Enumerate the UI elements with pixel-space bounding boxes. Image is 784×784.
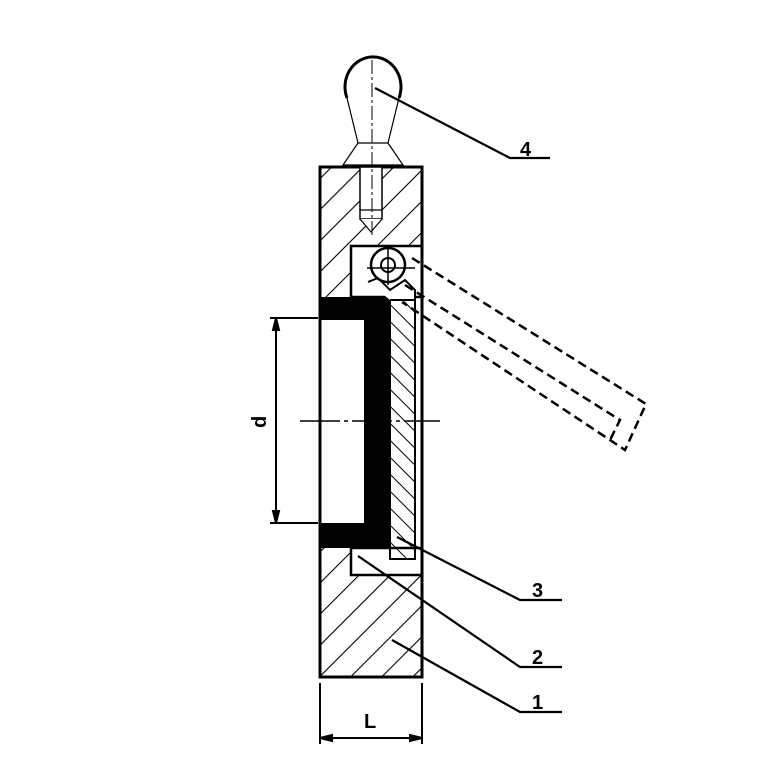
stem-bore xyxy=(359,166,383,233)
dimension-d xyxy=(270,317,318,524)
part-label-4: 4 xyxy=(520,139,532,161)
part-label-2: 2 xyxy=(532,647,543,669)
part-label-1: 1 xyxy=(532,692,543,714)
knob xyxy=(341,55,405,235)
leader-lines xyxy=(357,87,562,714)
dimension-d-label: d xyxy=(249,416,271,428)
valve-disc xyxy=(367,245,416,560)
part-label-3: 3 xyxy=(532,580,543,602)
seal-ring xyxy=(320,297,390,548)
handle-open-position xyxy=(401,256,648,452)
dimension-l-label: L xyxy=(364,711,376,733)
dimension-l xyxy=(319,683,423,744)
